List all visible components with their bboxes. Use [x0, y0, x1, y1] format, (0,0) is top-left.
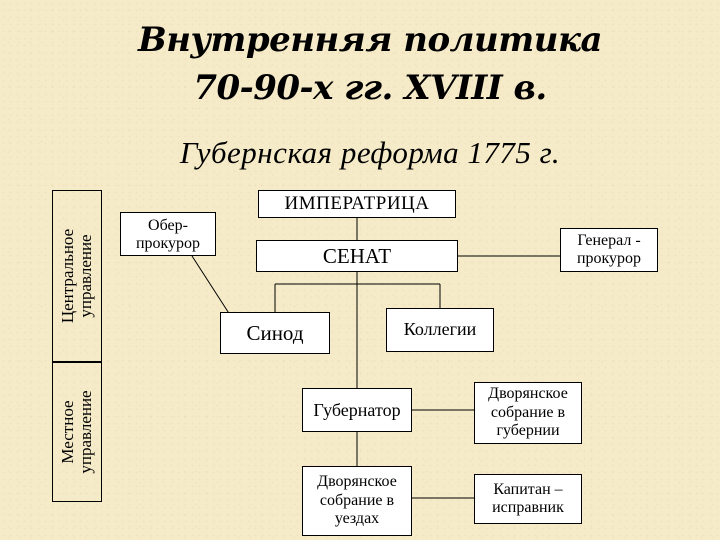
line-oberprokuror-synod — [191, 255, 233, 319]
noble-assembly-uezd-box: Дворянское собрание в уездах — [302, 466, 412, 536]
central-management-label: Центральное управление — [58, 228, 95, 324]
local-management-label: Местное управление — [58, 390, 95, 474]
local-management-section: Местное управление — [52, 362, 102, 502]
title-line-2: 70-90-х гг. XVIII в. — [193, 68, 547, 108]
empress-box: ИМПЕРАТРИЦА — [258, 190, 456, 218]
kapitan-ispravnik-box: Капитан – исправник — [474, 474, 582, 524]
noble-assembly-province-box: Дворянское собрание в губернии — [474, 382, 582, 444]
title-line-1: Внутренняя политика — [137, 20, 603, 60]
collegia-box: Коллегии — [386, 308, 494, 352]
ober-prokuror-box: Обер- прокурор — [120, 212, 216, 256]
general-prokuror-box: Генерал - прокурор — [560, 228, 658, 272]
subtitle: Губернская реформа 1775 г. — [179, 135, 561, 170]
governor-box: Губернатор — [302, 388, 412, 432]
senate-box: СЕНАТ — [256, 240, 458, 272]
synod-box: Синод — [220, 312, 330, 354]
central-management-section: Центральное управление — [52, 190, 102, 362]
